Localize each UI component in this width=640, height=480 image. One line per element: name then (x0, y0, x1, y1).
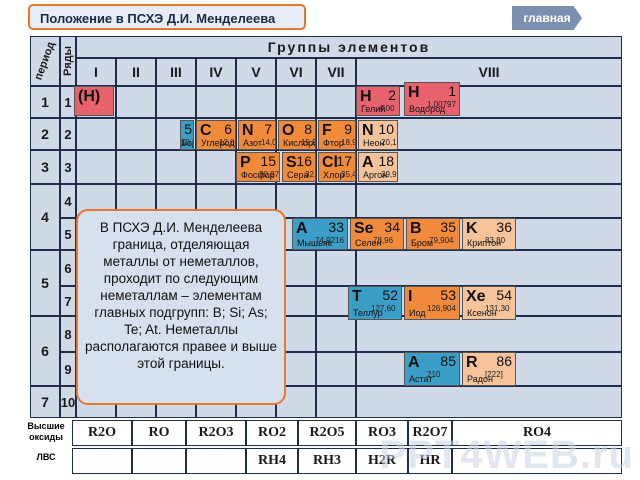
period-1: 1 (30, 86, 60, 118)
oxide-8: RO4 (452, 420, 622, 446)
grid-cell (316, 250, 356, 286)
row-2: 2 (60, 118, 76, 150)
hydride-2: RH3 (298, 448, 356, 474)
element-h-left[interactable]: (H) (74, 86, 114, 116)
element-b[interactable]: 510,8Бор (180, 120, 194, 150)
grid-cell (236, 86, 276, 118)
group-header-2: II (116, 58, 156, 86)
oxide-3: R2O3 (186, 420, 246, 446)
grid-cell (156, 150, 196, 184)
group-header-8: VIII (356, 58, 622, 86)
row-header: Ряды (60, 36, 76, 86)
boundary-note: В ПСХЭ Д.И. Менделеева граница, отделяющ… (76, 209, 286, 405)
oxide-2: RO (132, 420, 186, 446)
grid-cell (316, 184, 356, 218)
grid-cell (116, 86, 156, 118)
period-7: 7 (30, 386, 60, 418)
period-2: 2 (30, 118, 60, 150)
main-button[interactable]: главная (512, 6, 582, 30)
row-8: 8 (60, 316, 76, 352)
row-9: 9 (60, 352, 76, 386)
oxide-6: RO3 (356, 420, 408, 446)
row-3: 3 (60, 150, 76, 184)
group-header-5: V (236, 58, 276, 86)
grid-cell (196, 86, 236, 118)
grid-cell (156, 86, 196, 118)
watermark: PPT4WEB.ru (379, 433, 634, 477)
oxide-1: R2O (72, 420, 132, 446)
grid-cell (356, 184, 622, 218)
hydride-3: H2R (356, 448, 408, 474)
grid-cell (316, 86, 356, 118)
grid-cell (356, 250, 622, 286)
oxide-7: R2O7 (408, 420, 452, 446)
row-10: 10 (60, 386, 76, 418)
groups-header: Группы элементов (76, 36, 622, 58)
grid-cell (276, 86, 316, 118)
period-4: 4 (30, 184, 60, 250)
row-5: 5 (60, 218, 76, 250)
oxides-label: Высшие оксиды (27, 421, 65, 442)
oxide-5: R2O5 (298, 420, 356, 446)
group-header-7: VII (316, 58, 356, 86)
grid-cell (356, 386, 622, 418)
group-header-3: III (156, 58, 196, 86)
grid-cell (116, 150, 156, 184)
grid-cell (356, 150, 622, 184)
grid-cell (316, 386, 356, 418)
period-3: 3 (30, 150, 60, 184)
grid-cell (76, 118, 116, 150)
period-5: 5 (30, 250, 60, 316)
grid-cell (116, 118, 156, 150)
grid-cell (356, 316, 622, 352)
hydride-empty (132, 448, 186, 474)
grid-cell (196, 150, 236, 184)
row-7: 7 (60, 286, 76, 316)
hydride-4: HR (408, 448, 452, 474)
grid-cell (276, 184, 316, 218)
grid-cell (76, 150, 116, 184)
hydride-1: RH4 (246, 448, 298, 474)
group-header-6: VI (276, 58, 316, 86)
grid-cell (356, 118, 622, 150)
group-header-1: I (76, 58, 116, 86)
row-6: 6 (60, 250, 76, 286)
period-6: 6 (30, 316, 60, 386)
grid-cell (156, 118, 196, 150)
row-4: 4 (60, 184, 76, 218)
hydride-empty (72, 448, 132, 474)
page-title: Положение в ПСХЭ Д.И. Менделеева (28, 4, 306, 30)
period-header: период (30, 36, 60, 86)
grid-cell (316, 352, 356, 386)
hydrides-label: ЛВС (36, 452, 56, 462)
group-header-4: IV (196, 58, 236, 86)
oxide-4: RO2 (246, 420, 298, 446)
hydride-empty (452, 448, 622, 474)
grid-cell (316, 316, 356, 352)
hydride-empty (186, 448, 246, 474)
